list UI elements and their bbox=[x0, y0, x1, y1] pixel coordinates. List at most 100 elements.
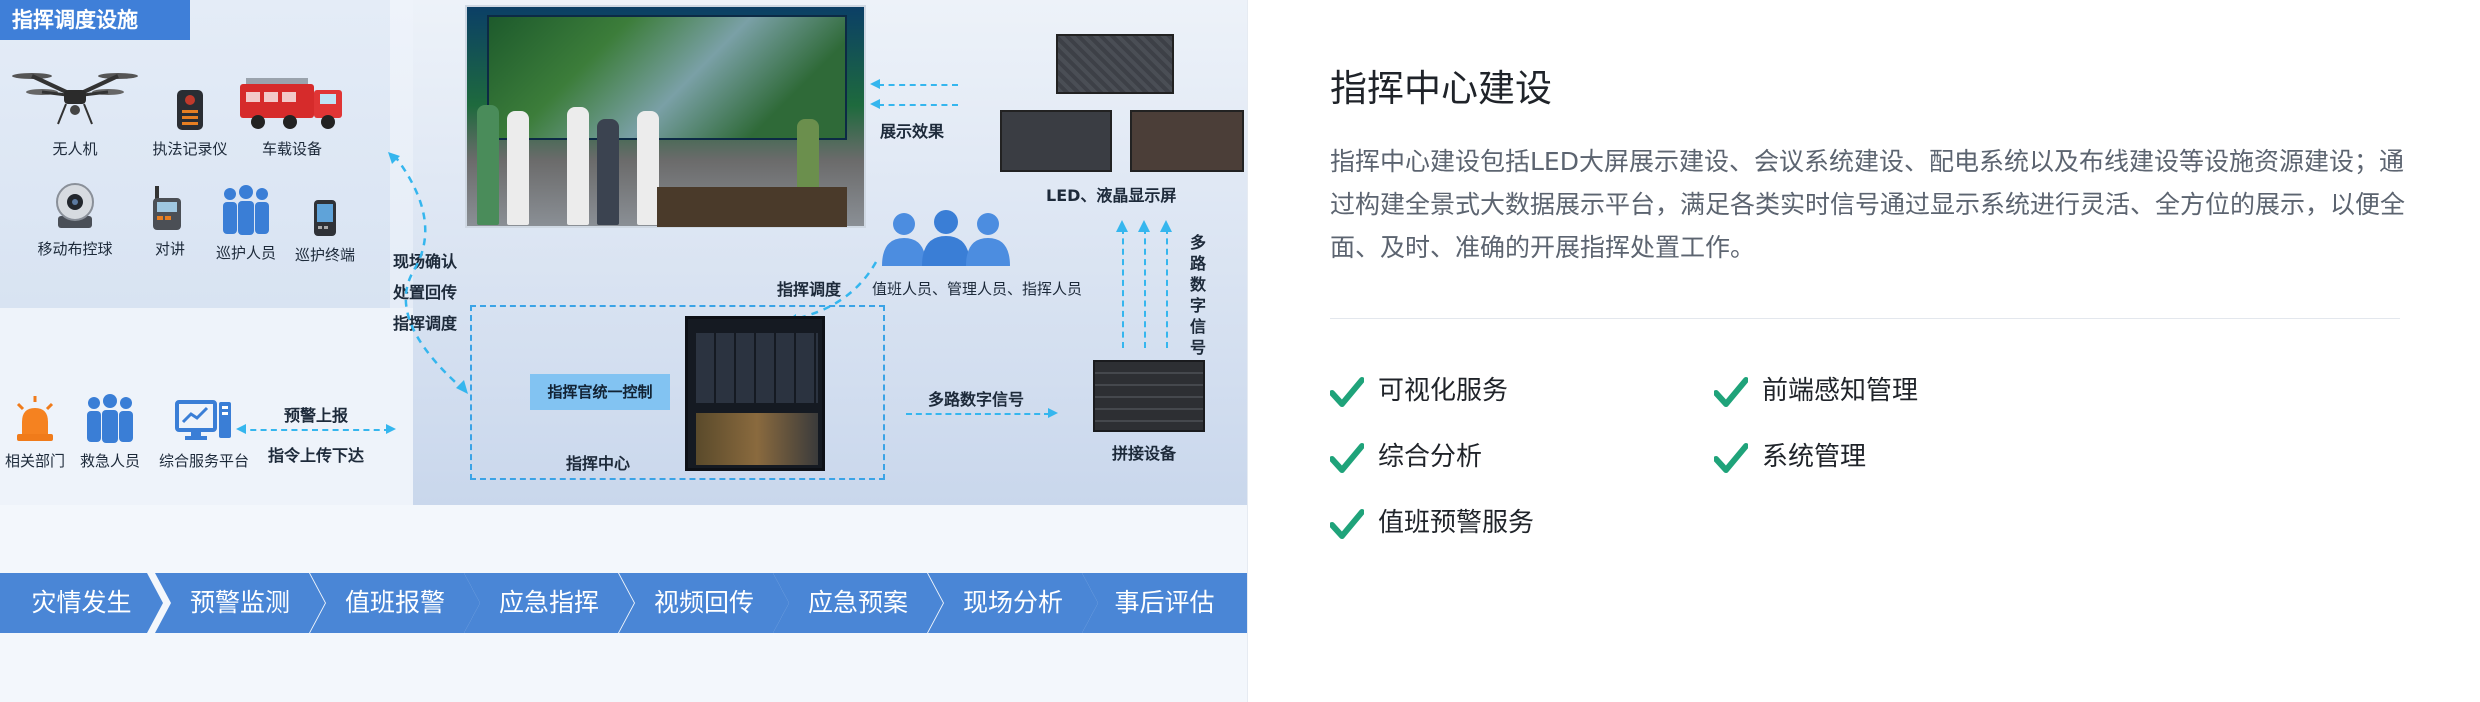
vertical-arrow-2 bbox=[1144, 228, 1146, 348]
process-step: 灾情发生 bbox=[0, 573, 163, 633]
check-icon bbox=[1714, 442, 1748, 473]
dept-label: 综合服务平台 bbox=[158, 452, 249, 470]
facility-body-camera: 执法记录仪 bbox=[140, 88, 240, 159]
splice-device-label: 拼接设备 bbox=[1112, 444, 1177, 463]
splice-device bbox=[1093, 360, 1205, 432]
handheld-terminal-icon bbox=[314, 200, 336, 236]
lcd-panel-left bbox=[1000, 110, 1112, 172]
command-diagram: 指挥调度设施 无人机 执法记录仪 bbox=[0, 0, 1247, 633]
led-panel-top bbox=[1056, 34, 1174, 94]
process-step: 应急指挥 bbox=[464, 573, 634, 633]
fire-truck-icon bbox=[240, 78, 342, 129]
feedback-label-return: 处置回传 bbox=[393, 283, 458, 302]
card-description: 指挥中心建设包括LED大屏展示建设、会议系统建设、配电系统以及布线建设等设施资源… bbox=[1330, 147, 2406, 262]
body-camera-icon bbox=[177, 90, 203, 130]
dept-service-platform: 综合服务平台 bbox=[154, 396, 254, 471]
ptz-camera-icon bbox=[56, 183, 94, 228]
feature-item: 可视化服务 bbox=[1330, 370, 1508, 407]
dept-label: 救急人员 bbox=[79, 452, 140, 470]
alarm-light-icon bbox=[16, 396, 54, 441]
display-effect-label: 展示效果 bbox=[880, 122, 945, 141]
check-icon bbox=[1714, 376, 1748, 407]
facility-label: 移动布控球 bbox=[37, 240, 113, 258]
feature-item: 值班预警服务 bbox=[1330, 502, 1534, 539]
process-step: 值班报警 bbox=[310, 573, 480, 633]
display-effect-arrow-2 bbox=[878, 104, 958, 106]
facility-handheld-terminal: 巡护终端 bbox=[282, 198, 368, 265]
feature-item: 前端感知管理 bbox=[1714, 370, 1918, 407]
led-display-label: LED、液晶显示屏 bbox=[1046, 186, 1177, 205]
warning-report-label: 预警上报 bbox=[284, 406, 349, 425]
rescue-people-icon bbox=[87, 394, 133, 443]
facility-label: 执法记录仪 bbox=[152, 140, 228, 158]
monitor-control-grid bbox=[696, 333, 818, 403]
display-effect-arrow-1 bbox=[878, 84, 958, 86]
person-figure bbox=[597, 119, 619, 225]
facility-drone: 无人机 bbox=[10, 62, 140, 159]
facility-label: 巡护人员 bbox=[215, 244, 276, 262]
feedback-arc-arrow bbox=[388, 152, 468, 394]
control-monitor bbox=[685, 316, 825, 471]
feature-label: 前端感知管理 bbox=[1762, 376, 1919, 406]
staff-people-icon bbox=[882, 210, 1010, 266]
feature-label: 系统管理 bbox=[1762, 442, 1867, 472]
command-upload-label: 指令上传下达 bbox=[268, 446, 365, 465]
video-wall-screen bbox=[487, 15, 847, 140]
person-figure bbox=[507, 111, 529, 225]
facility-label: 巡护终端 bbox=[294, 246, 355, 264]
facility-patrol-people: 巡护人员 bbox=[206, 184, 286, 263]
report-arrow bbox=[240, 429, 390, 431]
process-flow-bar: 灾情发生 预警监测 值班报警 应急指挥 视频回传 应急预案 现场分析 事后评估 bbox=[0, 573, 1247, 633]
process-step: 事后评估 bbox=[1082, 573, 1247, 633]
check-icon bbox=[1330, 442, 1364, 473]
command-center-box bbox=[470, 305, 885, 480]
section-title-tag: 指挥调度设施 bbox=[0, 0, 190, 40]
feedback-label-confirm: 现场确认 bbox=[393, 252, 458, 271]
facility-label: 无人机 bbox=[52, 140, 98, 158]
facility-walkie-talkie: 对讲 bbox=[130, 184, 210, 259]
drone-icon bbox=[12, 73, 138, 125]
lcd-panel-right bbox=[1130, 110, 1244, 172]
service-platform-icon bbox=[175, 400, 231, 440]
dept-related: 相关部门 bbox=[2, 394, 68, 471]
command-center-label: 指挥中心 bbox=[566, 454, 631, 473]
process-step: 视频回传 bbox=[619, 573, 789, 633]
check-icon bbox=[1330, 376, 1364, 407]
person-figure bbox=[637, 111, 659, 225]
process-step: 预警监测 bbox=[155, 573, 325, 633]
meeting-table bbox=[657, 187, 847, 227]
facility-ptz-camera: 移动布控球 bbox=[30, 180, 120, 259]
feature-item: 综合分析 bbox=[1330, 436, 1482, 473]
info-card: 指挥中心建设 指挥中心建设包括LED大屏展示建设、会议系统建设、配电系统以及布线… bbox=[1247, 0, 2480, 702]
monitor-video-feed bbox=[696, 413, 818, 465]
display-effect-arrow-heads bbox=[870, 79, 880, 109]
signal-arrow-head bbox=[1048, 408, 1058, 418]
card-divider bbox=[1330, 318, 2400, 319]
multi-signal-label: 多路数字信号 bbox=[928, 390, 1025, 409]
person-figure bbox=[567, 107, 589, 225]
unified-control-label: 指挥官统一控制 bbox=[530, 374, 670, 410]
bottom-left-panel bbox=[0, 308, 413, 505]
staff-label: 值班人员、管理人员、指挥人员 bbox=[872, 280, 1083, 298]
feature-label: 值班预警服务 bbox=[1378, 508, 1535, 538]
patrol-people-icon bbox=[223, 185, 269, 235]
vertical-arrow-heads bbox=[1116, 220, 1172, 232]
walkie-talkie-icon bbox=[153, 186, 181, 230]
dept-label: 相关部门 bbox=[4, 452, 65, 470]
signal-arrow bbox=[906, 413, 1050, 415]
process-step: 现场分析 bbox=[928, 573, 1098, 633]
facility-label: 车载设备 bbox=[261, 140, 322, 158]
process-step: 应急预案 bbox=[773, 573, 943, 633]
vertical-arrow-1 bbox=[1122, 228, 1124, 348]
person-figure bbox=[477, 105, 499, 225]
facilities-panel bbox=[0, 0, 390, 308]
command-center-photo bbox=[465, 5, 866, 228]
vertical-signal-label: 多路数字信号 bbox=[1190, 233, 1207, 357]
dept-rescue-people: 救急人员 bbox=[74, 394, 146, 471]
feature-label: 综合分析 bbox=[1378, 442, 1483, 472]
feature-item: 系统管理 bbox=[1714, 436, 1866, 473]
vertical-arrow-3 bbox=[1166, 228, 1168, 348]
feature-label: 可视化服务 bbox=[1378, 376, 1509, 406]
dispatch-label: 指挥调度 bbox=[777, 280, 842, 299]
check-icon bbox=[1330, 508, 1364, 539]
